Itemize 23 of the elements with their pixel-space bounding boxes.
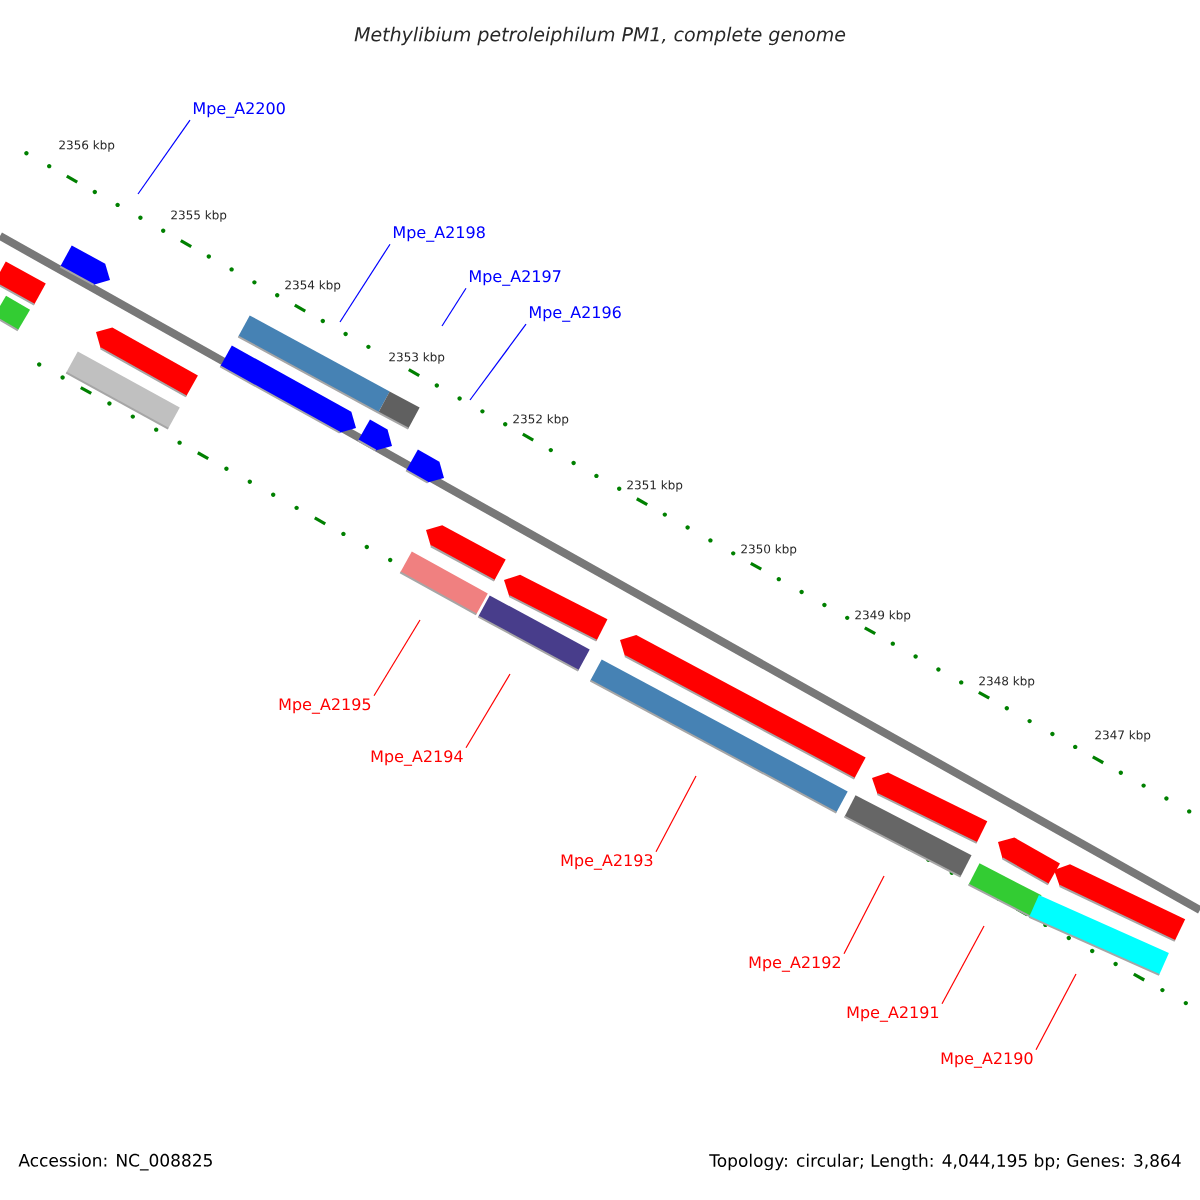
- leader-line: [941, 925, 985, 1005]
- gene-label: Mpe_A2197: [469, 270, 561, 286]
- leader-line: [137, 119, 191, 195]
- gene-label: Mpe_A2190: [941, 1052, 1033, 1068]
- gene-label: Mpe_A2191: [847, 1006, 939, 1022]
- gene-label: Mpe_A2194: [371, 750, 463, 766]
- leader-line: [655, 775, 697, 853]
- gene-label: Mpe_A2196: [529, 306, 621, 322]
- leader-line: [843, 875, 885, 955]
- leader-line: [1035, 973, 1077, 1051]
- gene-label: Mpe_A2200: [193, 102, 285, 118]
- leader-line: [465, 673, 511, 749]
- leader-line: [469, 323, 527, 401]
- title: Methylibium petroleiphilum PM1, complete genome: [354, 26, 846, 46]
- footer-text: Topology: circular; Length: 4,044,195 bp; Genes: 3,864: [709, 1153, 1181, 1171]
- gene-label: Mpe_A2193: [561, 854, 653, 870]
- leader-line: [339, 243, 391, 323]
- leader-line: [373, 619, 421, 697]
- leader-line: [441, 287, 467, 327]
- gene-label: Mpe_A2198: [393, 226, 485, 242]
- footer-text: Accession: NC_008825: [18, 1153, 212, 1171]
- gene-label: Mpe_A2195: [279, 698, 371, 714]
- gene-label: Mpe_A2192: [749, 956, 840, 972]
